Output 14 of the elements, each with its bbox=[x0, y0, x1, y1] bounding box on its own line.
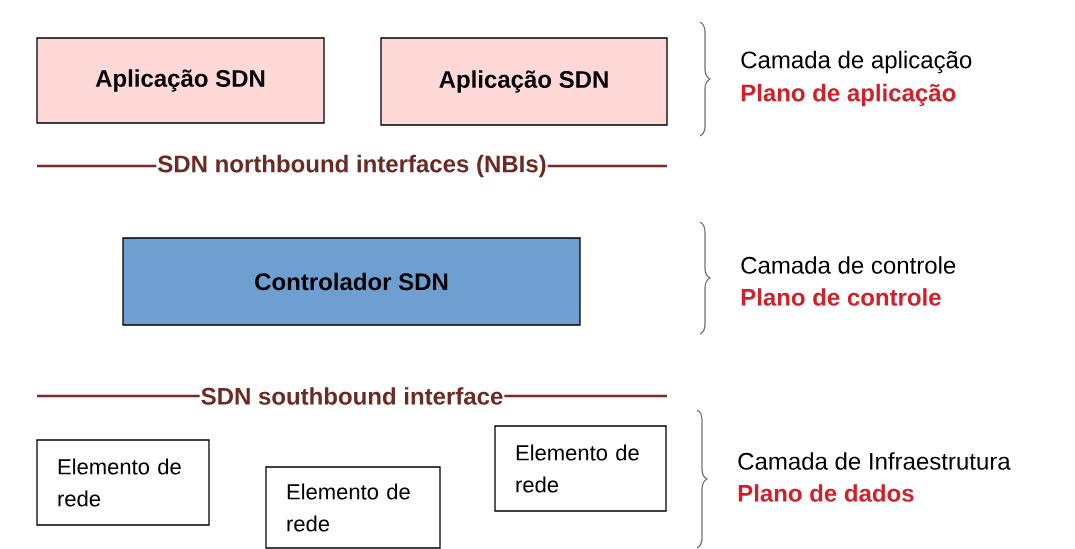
plane-label: Plano de aplicação bbox=[741, 83, 956, 107]
controller-box: Controlador SDN bbox=[122, 237, 581, 326]
plane-label: Plano de controle bbox=[741, 288, 941, 306]
interface-label: SDN northbound interfaces (NBIs) bbox=[156, 154, 548, 178]
network-element-box: Elemento de rede bbox=[494, 425, 667, 512]
application-box: Aplicação SDN bbox=[36, 37, 325, 124]
layer-label: Camada de aplicação bbox=[741, 50, 972, 74]
application-box: Aplicação SDN bbox=[380, 37, 668, 126]
layer-label: Camada de Infraestrutura bbox=[738, 452, 1011, 470]
layer-label: Camada de controle bbox=[741, 256, 956, 274]
interface-label: SDN southbound interface bbox=[199, 387, 505, 405]
network-element-box: Elemento de rede bbox=[36, 439, 210, 526]
network-element-box: Elemento de rede bbox=[265, 466, 441, 549]
plane-label: Plano de dados bbox=[738, 484, 914, 502]
